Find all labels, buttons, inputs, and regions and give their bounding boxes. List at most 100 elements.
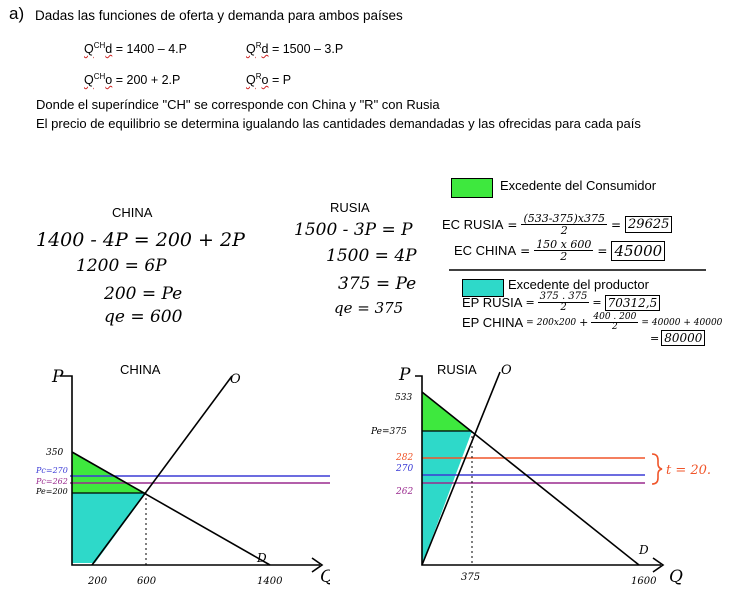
ec-russia-row: EC RUSIA= (533-375)x375 2 =29625 xyxy=(442,213,673,236)
ep-russia-den: 2 xyxy=(560,302,567,313)
russia-x-label-1: 1600 xyxy=(631,576,657,587)
china-y-label-2: Pc=262 xyxy=(35,477,68,486)
china-x-label-1: 600 xyxy=(137,576,157,587)
ec-china-label: EC CHINA xyxy=(454,243,517,258)
ec-china-row: EC CHINA= 150 x 600 2 =45000 xyxy=(454,238,666,263)
eq-sup: CH xyxy=(93,72,106,81)
note-line-1: Donde el superíndice "CH" se corresponde… xyxy=(36,97,440,112)
russia-axis-p: P xyxy=(398,365,411,385)
consumer-surplus-swatch xyxy=(451,178,493,198)
china-supply-label: O xyxy=(230,372,241,387)
part-letter: a) xyxy=(9,4,24,24)
note-line-2: El precio de equilibrio se determina igu… xyxy=(36,116,641,131)
china-axes xyxy=(60,375,320,566)
china-y-label-1: Pc=270 xyxy=(35,466,68,475)
eq-rest: = 1500 – 3.P xyxy=(268,42,344,57)
china-calc-line-4: qe = 600 xyxy=(104,307,183,327)
china-producer-surplus-area xyxy=(72,493,146,563)
russia-calc-line-4: qe = 375 xyxy=(334,299,404,317)
ep-china-fraction: 400 . 200 2 xyxy=(591,312,639,332)
ep-china-expr-a: 200x200 xyxy=(536,317,577,328)
eq-russia-demand: QRd = 1500 – 3.P xyxy=(246,41,343,56)
china-y-label-0: 350 xyxy=(46,448,63,458)
russia-supply-curve xyxy=(421,371,501,566)
china-axis-q: Q xyxy=(320,567,330,587)
russia-graph-title: RUSIA xyxy=(437,362,477,377)
russia-graph: RUSIA P Q O D 533 Pe=375 282 270 262 375… xyxy=(370,362,711,587)
china-calc-line-2: 1200 = 6P xyxy=(76,256,167,276)
russia-calc-title: RUSIA xyxy=(330,200,370,215)
china-demand-label: D xyxy=(256,551,267,565)
ep-china-result: 80000 xyxy=(661,330,706,346)
ep-china-label: EP CHINA xyxy=(462,315,524,330)
eq-sub: o xyxy=(105,73,113,88)
russia-tariff-brace xyxy=(651,453,663,485)
eq-china-supply: QCHo = 200 + 2.P xyxy=(84,72,180,87)
china-x-arrow xyxy=(311,557,324,573)
eq-sup: R xyxy=(255,41,262,50)
ec-china-den: 2 xyxy=(560,250,568,263)
ep-china-den: 2 xyxy=(611,322,618,332)
china-axis-p: P xyxy=(51,367,64,387)
china-graph-title: CHINA xyxy=(120,362,161,377)
consumer-surplus-label: Excedente del Consumidor xyxy=(500,178,657,193)
ep-china-result-row: =80000 xyxy=(650,330,706,346)
russia-supply-label: O xyxy=(501,363,512,378)
china-calc-line-3: 200 = Pe xyxy=(104,284,183,304)
china-graph: CHINA P Q O D 350 Pc=270 Pc=262 Pe=200 2… xyxy=(35,362,330,587)
china-supply-curve xyxy=(91,375,233,566)
russia-calc-line-2: 1500 = 4P xyxy=(326,246,417,266)
ep-russia-label: EP RUSIA xyxy=(462,295,523,310)
eq-rest: = P xyxy=(268,73,292,88)
eq-rest: = 200 + 2.P xyxy=(112,73,181,88)
china-calc-line-1: 1400 - 4P = 200 + 2P xyxy=(36,229,245,251)
eq-q: Q xyxy=(84,73,94,88)
russia-y-label-1: Pe=375 xyxy=(370,427,407,437)
russia-axes xyxy=(415,375,661,566)
eq-rest: = 1400 – 4.P xyxy=(112,42,187,57)
russia-demand-curve xyxy=(421,391,640,566)
china-x-label-0: 200 xyxy=(87,576,108,587)
heading-title: Dadas las funciones de oferta y demanda … xyxy=(35,8,403,23)
eq-sup: R xyxy=(255,72,262,81)
russia-tariff-label: t = 20. xyxy=(666,463,711,478)
ec-russia-result: 29625 xyxy=(625,216,673,233)
eq-china-demand: QCHd = 1400 – 4.P xyxy=(84,41,187,56)
china-demand-curve xyxy=(71,451,271,566)
ep-russia-fraction: 375 . 375 2 xyxy=(537,292,590,313)
ec-russia-fraction: (533-375)x375 2 xyxy=(521,213,607,236)
russia-calc-line-3: 375 = Pe xyxy=(338,274,417,294)
russia-axis-q: Q xyxy=(669,567,683,587)
ec-china-result: 45000 xyxy=(611,240,666,261)
ep-china-num: 400 . 200 xyxy=(591,312,639,323)
eq-sup: CH xyxy=(93,41,106,50)
russia-y-label-3: 270 xyxy=(395,464,413,474)
russia-x-label-0: 375 xyxy=(461,572,480,583)
russia-producer-surplus-area xyxy=(422,431,472,565)
eq-q: Q xyxy=(84,42,94,57)
russia-calc-line-1: 1500 - 3P = P xyxy=(294,220,413,240)
ep-russia-result: 70312,5 xyxy=(604,294,661,311)
china-x-label-2: 1400 xyxy=(257,576,283,587)
eq-q: Q xyxy=(246,73,256,88)
ec-russia-den: 2 xyxy=(560,224,568,237)
eq-sub: d xyxy=(261,42,269,57)
eq-q: Q xyxy=(246,42,256,57)
russia-x-arrow xyxy=(652,557,665,573)
ec-russia-num: (533-375)x375 xyxy=(521,212,607,225)
ec-china-fraction: 150 x 600 2 xyxy=(534,238,594,263)
russia-y-label-2: 282 xyxy=(395,453,413,463)
eq-russia-supply: QRo = P xyxy=(246,72,291,87)
russia-demand-label: D xyxy=(638,543,649,557)
producer-surplus-swatch xyxy=(462,279,504,297)
ec-russia-label: EC RUSIA xyxy=(442,217,504,232)
china-y-label-3: Pe=200 xyxy=(35,487,68,496)
china-calc-title: CHINA xyxy=(112,205,153,220)
producer-surplus-label: Excedente del productor xyxy=(508,277,649,292)
ep-china-sum: 40000 + 40000 xyxy=(651,317,723,328)
ec-china-num: 150 x 600 xyxy=(534,238,594,251)
ep-russia-row: EP RUSIA= 375 . 375 2 =70312,5 xyxy=(462,292,661,313)
ep-china-row: EP CHINA= 200x200+ 400 . 200 2 = 40000 +… xyxy=(462,312,723,332)
russia-y-label-4: 262 xyxy=(395,487,413,497)
